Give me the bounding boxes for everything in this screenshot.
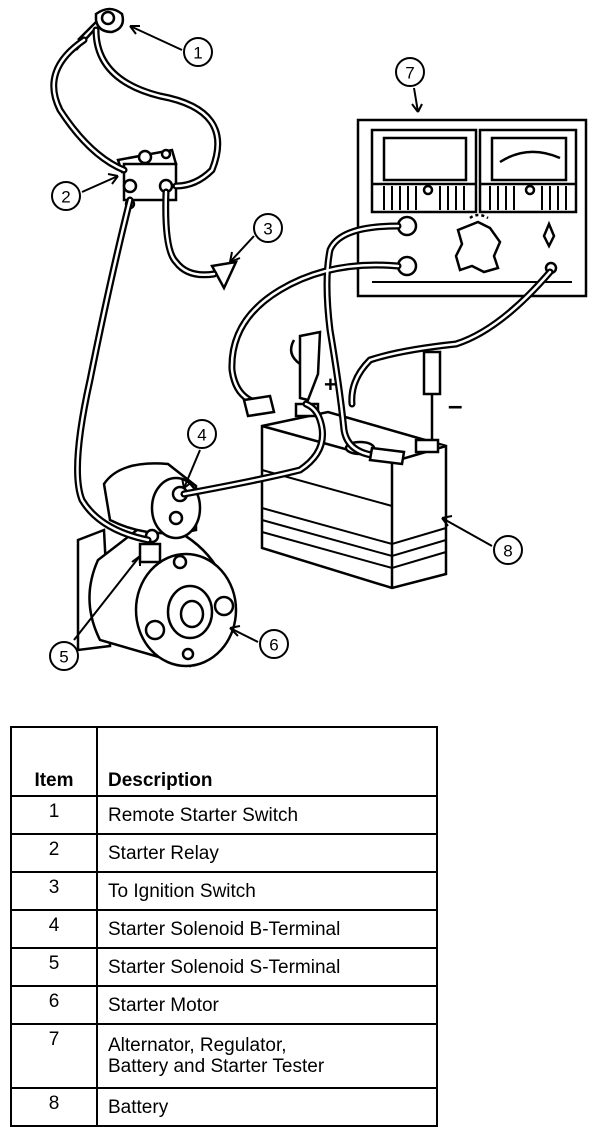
legend-row: 6 Starter Motor [10,985,438,1025]
legend-item-number: 8 [10,1087,98,1127]
legend-header-description: Description [96,726,438,797]
legend-header-row: Item Description [10,726,438,797]
callout-1: 1 [193,44,202,63]
legend-item-description: Remote Starter Switch [96,795,438,835]
legend-item-number: 7 [10,1023,98,1089]
legend-item-number: 3 [10,871,98,911]
legend-item-number: 1 [10,795,98,835]
starter-motor [76,462,238,668]
legend-row: 4 Starter Solenoid B-Terminal [10,909,438,949]
callout-2-circle [51,181,81,211]
legend-item-number: 2 [10,833,98,873]
legend-row: 5 Starter Solenoid S-Terminal [10,947,438,987]
callout-4-circle [187,419,217,449]
legend-item-number: 4 [10,909,98,949]
legend-item-description: Alternator, Regulator, Battery and Start… [96,1023,438,1089]
battery-clamps [242,330,442,466]
legend-item-description: To Ignition Switch [96,871,438,911]
ignition-connector [210,260,239,291]
callout-8: 8 [503,542,512,561]
legend-row: 3 To Ignition Switch [10,871,438,911]
positive-mark: + [324,372,337,397]
callout-5: 5 [59,648,68,667]
legend-header-item: Item [10,726,98,797]
battery [260,402,448,590]
legend-item-description: Starter Relay [96,833,438,873]
legend-description-line: Battery and Starter Tester [108,1056,325,1077]
legend-item-number: 5 [10,947,98,987]
callout-6-circle [259,629,289,659]
legend-row: 1 Remote Starter Switch [10,795,438,835]
legend-item-description: Battery [96,1087,438,1127]
legend-item-number: 6 [10,985,98,1025]
wiring-diagram: + – 1 2 3 4 5 6 7 8 [49,7,588,671]
legend-table: Item Description 1 Remote Starter Switch… [10,726,438,1127]
callout-7: 7 [405,64,414,83]
callout-4: 4 [197,426,206,445]
legend-row: 8 Battery [10,1087,438,1127]
callout-3: 3 [263,220,272,239]
callout-8-circle [493,535,523,565]
callout-3-circle [253,213,283,243]
negative-mark: – [448,390,462,420]
callout-6: 6 [269,636,278,655]
legend-item-description: Starter Solenoid B-Terminal [96,909,438,949]
legend-item-description: Starter Solenoid S-Terminal [96,947,438,987]
callout-7-circle [395,57,425,87]
legend-item-description: Starter Motor [96,985,438,1025]
legend-description-line: Alternator, Regulator, [108,1035,287,1056]
callout-1-circle [183,37,213,67]
callout-5-circle [49,641,79,671]
callout-leaders [73,25,493,643]
legend-row: 7 Alternator, Regulator, Battery and Sta… [10,1023,438,1089]
legend-row: 2 Starter Relay [10,833,438,873]
callout-2: 2 [61,188,70,207]
